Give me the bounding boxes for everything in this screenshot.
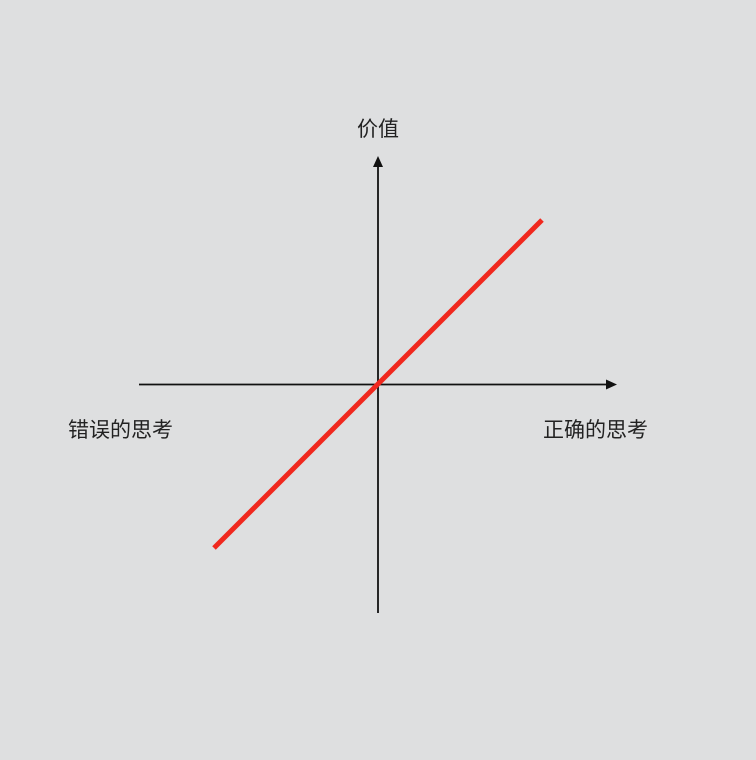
y-axis-label: 价值	[357, 117, 399, 141]
x-axis-arrowhead	[606, 379, 617, 390]
value-trend-line	[212, 218, 544, 550]
y-axis-arrowhead	[373, 156, 383, 167]
x-axis-negative-label: 错误的思考	[68, 418, 173, 442]
x-axis-positive-label: 正确的思考	[543, 418, 648, 442]
